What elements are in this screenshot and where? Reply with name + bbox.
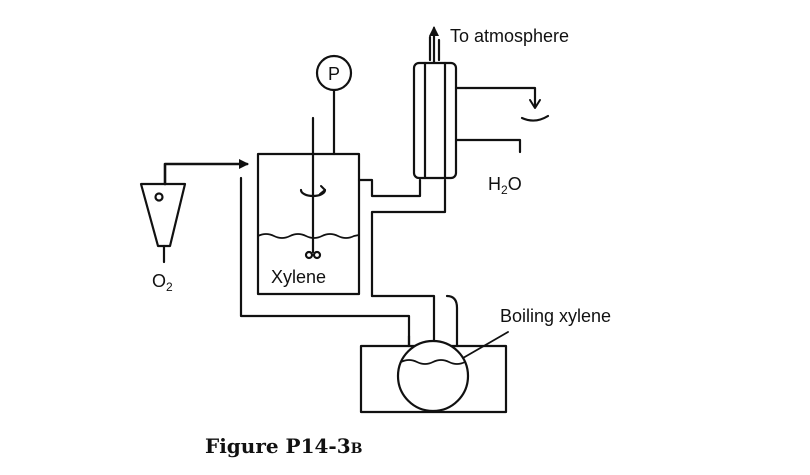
heating-bath	[359, 331, 509, 414]
reactor-vessel	[256, 152, 361, 296]
to-atmosphere-label: To atmosphere	[450, 26, 569, 46]
h2o-label: H2O	[488, 174, 522, 197]
cooling-water-inlet	[454, 138, 522, 154]
water-drain-curve	[520, 114, 550, 122]
stirrer-blade-left	[304, 250, 314, 260]
figure-caption: Figure P14-3B	[205, 434, 362, 458]
flowmeter-float	[154, 192, 164, 202]
stirrer	[299, 116, 327, 260]
figure-caption-main: Figure P14-3	[205, 434, 351, 458]
boiling-xylene-leader	[462, 331, 509, 359]
pressure-gauge	[315, 54, 353, 156]
return-line	[239, 176, 411, 348]
figure-caption-sub: B	[350, 441, 363, 457]
boiler-flask	[396, 339, 470, 413]
boiling-xylene-label: Boiling xylene	[500, 306, 611, 326]
vapor-line	[357, 178, 459, 348]
cooling-water-outlet	[454, 86, 537, 108]
xylene-liquid-surface	[257, 233, 360, 239]
condenser	[412, 26, 550, 180]
rotation-arrow	[299, 188, 327, 198]
o2-feed-arrow	[163, 159, 249, 186]
o2-label: O2	[152, 271, 173, 294]
o2-flowmeter	[139, 182, 187, 264]
boiling-xylene-surface	[400, 359, 466, 365]
xylene-label: Xylene	[271, 267, 326, 287]
stirrer-blade-right	[312, 250, 322, 260]
pressure-gauge-label: P	[328, 64, 340, 84]
